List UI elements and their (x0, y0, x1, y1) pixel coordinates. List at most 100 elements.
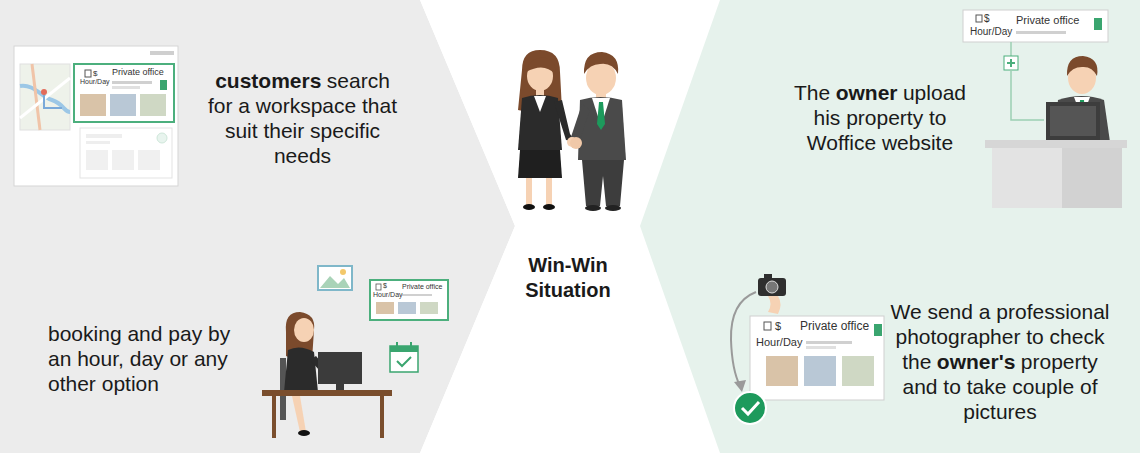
price-unit: Hour/Day (80, 78, 110, 86)
price-icon: $ (93, 69, 97, 78)
label-holder: Private office (402, 283, 442, 291)
label-holder: Hour/Day (80, 78, 110, 86)
map-road (20, 78, 70, 118)
hand (570, 137, 582, 149)
label-holder: Private office (800, 320, 869, 334)
map-route (44, 92, 62, 108)
grid-icon (85, 70, 91, 77)
listing-title: Private office (1016, 14, 1079, 27)
map-river (20, 86, 70, 112)
label-holder: Hour/Day (373, 291, 403, 299)
calendar-check (397, 357, 411, 366)
text-bar (86, 134, 122, 138)
wall-picture (318, 266, 352, 290)
label-holder: $ (93, 69, 97, 78)
photo (766, 356, 798, 386)
desk-front (992, 148, 1122, 208)
listing-card (74, 64, 174, 122)
price-unit: Hour/Day (373, 291, 403, 299)
woman-fringe (526, 58, 555, 74)
bold-keyword: owner's (937, 350, 1016, 373)
desk-leg (380, 396, 384, 438)
bold-keyword: owner (836, 81, 898, 104)
plus-sign (1007, 59, 1015, 67)
photo (80, 94, 106, 116)
caption-text: booking and pay by an hour, day or any o… (48, 322, 230, 395)
listing-card (750, 316, 884, 400)
calendar-top (390, 346, 418, 352)
monitor (1046, 102, 1100, 140)
picture-sun (340, 269, 346, 275)
caption-block: We send a professional photographer to c… (882, 299, 1118, 424)
caption-block: booking and pay by an hour, day or any o… (48, 321, 248, 396)
photo (86, 150, 108, 170)
woman-skirt (518, 150, 562, 178)
text-bar (112, 81, 152, 84)
text-bar (1016, 31, 1066, 34)
photo (804, 356, 836, 386)
man-shoe (585, 205, 601, 211)
monitor-screen (1050, 106, 1096, 136)
desk-leg (272, 396, 276, 438)
woman-face (294, 318, 314, 342)
listing-card-faded (80, 128, 172, 178)
photo (138, 150, 160, 170)
price-icon: $ (383, 282, 387, 290)
listing-card (963, 10, 1108, 42)
photo (140, 94, 166, 116)
label-holder: $ (383, 282, 387, 290)
price-icon: $ (775, 320, 781, 333)
text-bar (806, 346, 836, 349)
search-mockup (14, 46, 178, 186)
band-fill (0, 0, 515, 453)
woman-shoe (543, 204, 555, 210)
listing-title: Private office (402, 283, 442, 291)
calendar-icon (390, 346, 418, 372)
label-holder: Hour/Day (970, 26, 1012, 38)
man-tie (597, 102, 605, 130)
camera-body (758, 278, 786, 296)
woman-shoe (523, 204, 535, 210)
photo (110, 94, 136, 116)
caption-text: The (794, 81, 830, 104)
grid-icon (976, 15, 982, 22)
photo (112, 150, 134, 170)
label-holder: $ (775, 320, 781, 333)
map (20, 64, 70, 130)
text-bar (402, 294, 432, 296)
owner-band: Theownerupload his property to Woffice w… (640, 0, 1140, 453)
camera-lens (766, 281, 778, 293)
camera-flash (764, 274, 772, 278)
woman-shoe (298, 430, 310, 436)
browser-window (14, 46, 178, 186)
listing-card (370, 280, 448, 320)
caption-block: Win-Win Situation (508, 253, 628, 303)
monitor-stand (336, 384, 344, 390)
label-holder: Hour/Day (756, 336, 802, 349)
desk-top (985, 140, 1127, 148)
plus-box (1004, 56, 1018, 70)
text-bar (806, 341, 852, 344)
desk (262, 390, 392, 396)
check-mark (742, 402, 759, 414)
tag-icon (160, 80, 167, 90)
photo (398, 302, 416, 314)
text-bar (86, 141, 110, 144)
window-bar (150, 51, 174, 55)
price-unit: Hour/Day (970, 26, 1012, 38)
bold-keyword: customers (215, 69, 321, 92)
tag-icon (874, 324, 882, 336)
grid-icon (376, 284, 381, 290)
woman-shirt (534, 96, 546, 112)
price-unit: Hour/Day (756, 336, 802, 349)
bubble-icon (157, 133, 167, 143)
price-icon: $ (984, 13, 990, 25)
woman-leg (546, 178, 552, 206)
bold-keyword: Win-Win Situation (525, 254, 611, 301)
man-shoe (605, 205, 621, 211)
caption-block: Theownerupload his property to Woffice w… (780, 80, 980, 155)
text-bar (112, 86, 140, 89)
upload-line (1010, 42, 1012, 56)
map-pin (41, 89, 47, 95)
